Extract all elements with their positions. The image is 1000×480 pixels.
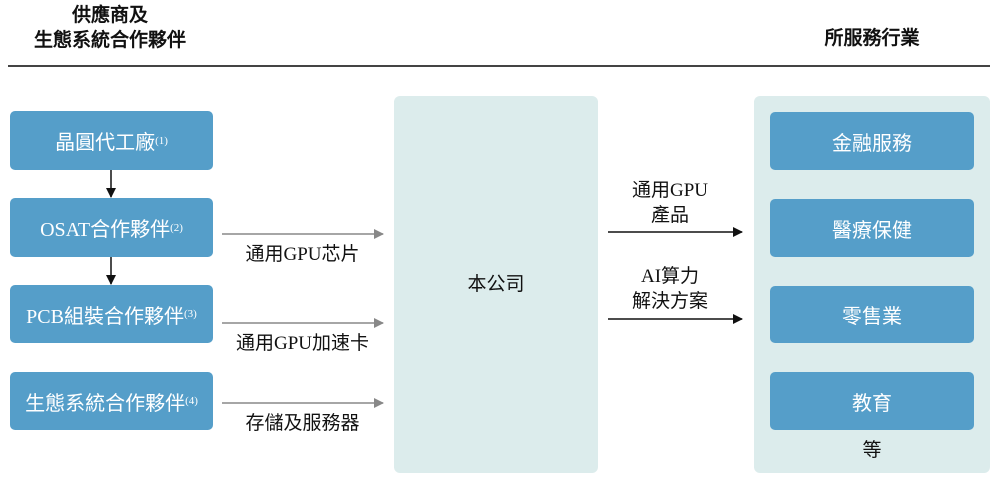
industry-box-retail: 零售業 xyxy=(770,286,974,343)
supplier-box-pcb: PCB組裝合作夥伴(3) xyxy=(10,285,213,343)
footnote-marker: (3) xyxy=(183,308,197,320)
output-label-line2: 產品 xyxy=(650,205,689,226)
industry-box-healthcare: 醫療保健 xyxy=(770,199,974,257)
supplier-box-ecosystem: 生態系統合作夥伴(4) xyxy=(10,372,213,430)
supplier-label: OSAT合作夥伴 xyxy=(40,219,171,241)
output-label-line1: 通用GPU xyxy=(631,180,708,201)
header-suppliers-line1: 供應商及 xyxy=(71,5,148,26)
footnote-marker: (2) xyxy=(170,221,183,234)
header-suppliers-line2: 生態系統合作夥伴 xyxy=(33,30,186,51)
input-label-chip: 通用GPU芯片 xyxy=(245,244,360,265)
industries-etc: 等 xyxy=(862,440,882,461)
output-label-line2: 解決方案 xyxy=(631,291,708,312)
header-suppliers: 供應商及 生態系統合作夥伴 xyxy=(10,3,210,53)
supplier-label: 生態系統合作夥伴 xyxy=(25,392,186,415)
footnote-marker: (4) xyxy=(185,395,198,407)
supplier-label: 晶圓代工廠 xyxy=(55,132,156,154)
output-label-line1: AI算力 xyxy=(640,266,700,287)
footnote-marker: (1) xyxy=(155,134,168,147)
output-label-products: 通用GPU 產品 xyxy=(608,178,732,228)
header-divider xyxy=(8,65,990,67)
supplier-label: PCB組裝合作夥伴 xyxy=(26,305,184,328)
header-industries: 所服務行業 xyxy=(824,28,920,49)
input-label-card: 通用GPU加速卡 xyxy=(235,333,369,354)
industry-box-education: 教育 xyxy=(770,372,974,430)
supplier-box-foundry: 晶圓代工廠(1) xyxy=(10,111,213,170)
supplier-box-osat: OSAT合作夥伴(2) xyxy=(10,198,213,257)
output-label-solutions: AI算力 解決方案 xyxy=(608,264,732,314)
industry-box-finance: 金融服務 xyxy=(770,112,974,170)
company-label: 本公司 xyxy=(467,274,525,295)
company-panel xyxy=(394,96,598,473)
input-label-server: 存儲及服務器 xyxy=(245,413,360,434)
